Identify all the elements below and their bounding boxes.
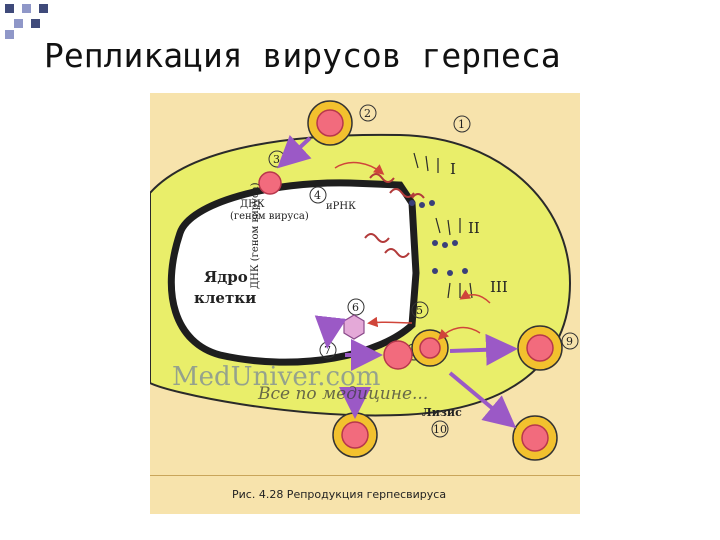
nucleus-label-line2: клетки bbox=[194, 289, 257, 307]
step-9: 9 bbox=[566, 335, 573, 348]
step-3: 3 bbox=[273, 153, 280, 166]
watermark-site: MedUniver.com bbox=[172, 362, 381, 392]
capsid-assembling bbox=[383, 340, 413, 370]
lysis-label: Лизис bbox=[422, 406, 462, 419]
virion-released-bottom bbox=[512, 415, 558, 461]
figure-illustration: 1 2 3 4 5 6 7 8 9 10 bbox=[150, 100, 579, 461]
step-7: 7 bbox=[324, 344, 331, 357]
figure-caption-bar: Рис. 4.28 Репродукция герпесвируса bbox=[150, 475, 580, 514]
dna-label-line2: (геном вируса) bbox=[230, 211, 309, 222]
virion-lysis bbox=[332, 412, 378, 458]
step-10: 10 bbox=[433, 423, 447, 436]
step-4: 4 bbox=[314, 189, 321, 202]
step-5: 5 bbox=[416, 304, 423, 317]
step-1: 1 bbox=[458, 118, 465, 131]
phase-1-label: I bbox=[450, 160, 456, 178]
phase-2-label: II bbox=[468, 219, 480, 237]
slide-title: Репликация вирусов герпеса bbox=[44, 36, 561, 75]
dna-label-line1: ДНК bbox=[240, 199, 265, 210]
virion-released-right bbox=[517, 325, 563, 371]
dna-vertical-label: ДНК (геном вируса) bbox=[250, 182, 261, 289]
figure-caption: Рис. 4.28 Репродукция герпесвируса bbox=[232, 488, 447, 501]
slide-bullet-decoration bbox=[0, 0, 60, 40]
nucleus-label-line1: Ядро bbox=[204, 268, 248, 286]
capsid-cytoplasm bbox=[258, 171, 282, 195]
virion-extracellular bbox=[307, 100, 353, 146]
phase-3-label: III bbox=[490, 278, 508, 296]
herpes-replication-figure: 1 2 3 4 5 6 7 8 9 10 bbox=[150, 93, 580, 514]
capsid-hexagon bbox=[343, 314, 365, 340]
mrna-label: иРНК bbox=[326, 201, 356, 212]
watermark-tagline: Все по медицине... bbox=[258, 384, 429, 404]
step-6: 6 bbox=[352, 301, 359, 314]
step-2: 2 bbox=[364, 107, 371, 120]
